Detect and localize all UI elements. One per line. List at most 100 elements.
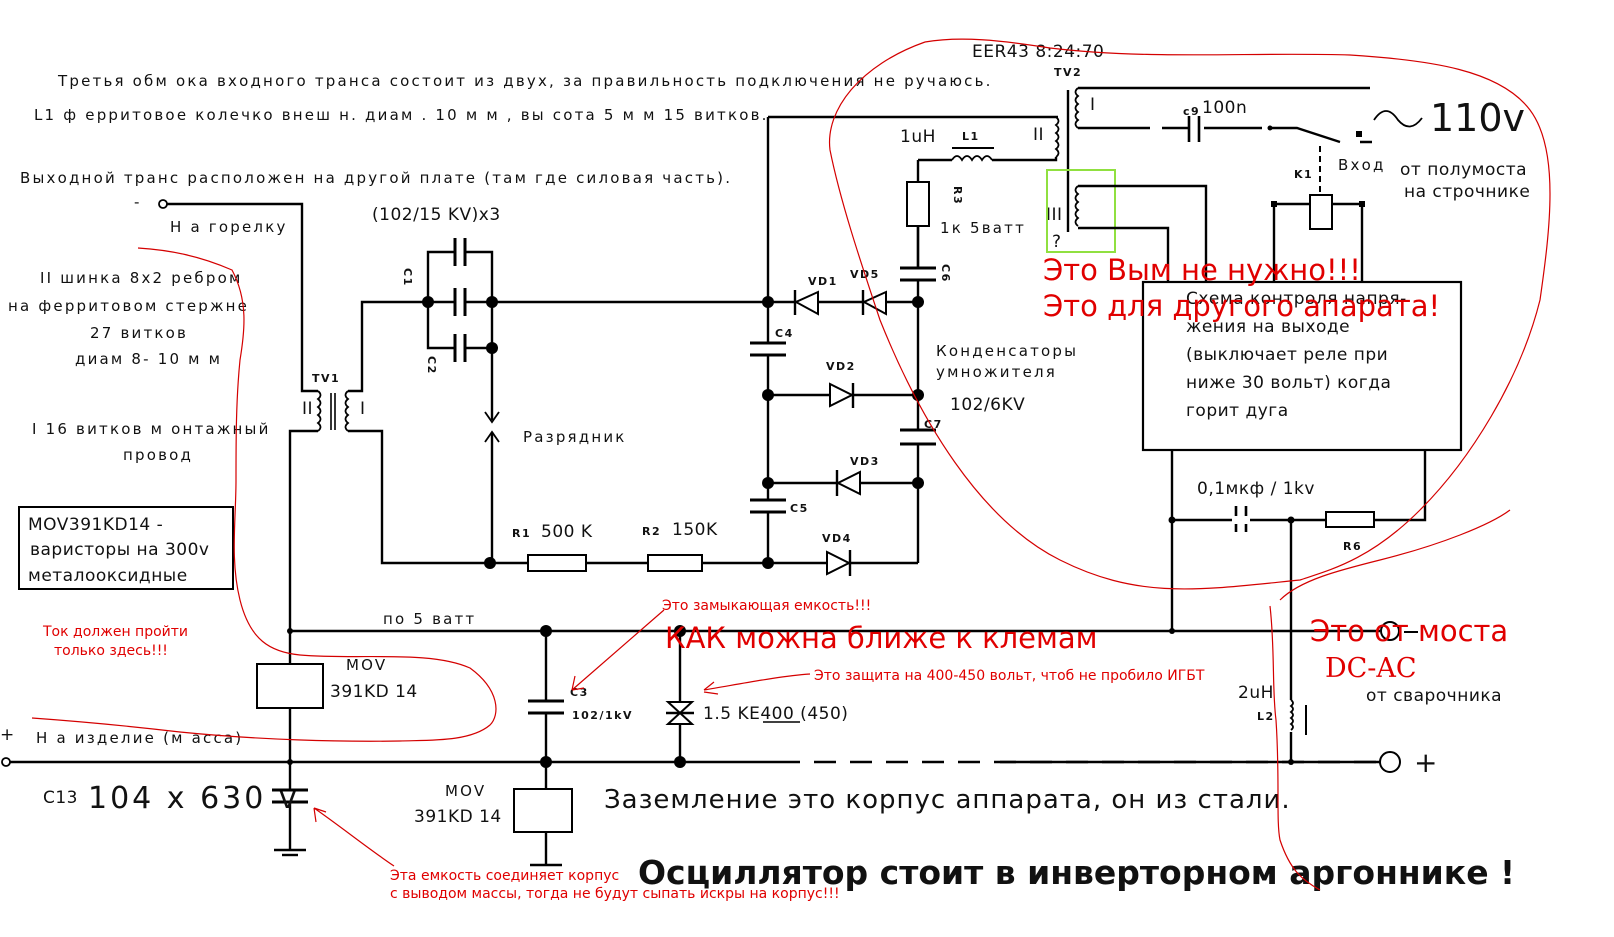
vd3-diode-icon — [835, 470, 861, 496]
vd2-label: VD2 — [826, 360, 856, 373]
r1-value: 500 K — [541, 522, 593, 542]
plus-terminal[interactable] — [1379, 751, 1401, 773]
note-line: I 16 витков м онтажный — [32, 420, 271, 438]
wire-tv2-primary — [1078, 126, 1372, 144]
junction-dot — [762, 389, 774, 401]
tv2-coil-ii-icon — [1054, 116, 1060, 158]
hv-capacitor-bank: C1 C2 — [401, 238, 498, 375]
annotation-protection: Это защита на 400-450 вольт, чтоб не про… — [814, 668, 1205, 684]
red-arrow-protection — [703, 673, 811, 695]
diode-body — [829, 382, 855, 408]
c1-label: C1 — [401, 268, 414, 287]
l1-coil-icon — [951, 155, 993, 162]
wire-tv1-to-caps — [348, 300, 428, 393]
tvs-value: 1.5 KE400 (450) — [703, 704, 848, 724]
junction-dot — [422, 296, 434, 308]
note-line: 27 витков — [90, 324, 188, 342]
wire-tv1-to-rail — [288, 429, 318, 631]
junction-dot — [1359, 201, 1365, 207]
red-loop-current-path — [31, 247, 497, 742]
mov-box-border — [18, 506, 234, 590]
from-half-bridge-note: от полумоста — [1400, 160, 1527, 180]
vd5-label: VD5 — [850, 268, 880, 281]
c2-label: C2 — [425, 356, 438, 375]
vd1-diode-icon — [793, 290, 819, 316]
vd2-diode-icon — [829, 382, 855, 408]
note-line: варисторы на 300v — [30, 540, 210, 560]
junction-dot — [1288, 759, 1294, 765]
tv2-core-label: EER43 8:24:70 — [972, 42, 1104, 62]
mov2-varistor-icon — [513, 788, 573, 833]
c3-value: 102/1kV — [572, 709, 633, 722]
l2-value: 2uH — [1238, 683, 1274, 703]
tv2-coil-iii-icon — [1074, 185, 1080, 227]
tv2-coil-i-icon — [1074, 87, 1080, 129]
mov1-varistor-icon — [256, 663, 324, 709]
k1-label: K1 — [1294, 168, 1313, 181]
plus-sign: + — [1414, 746, 1437, 779]
annotation-not-needed: Это Вым не нужно!!! — [1043, 253, 1361, 287]
cap-wire — [426, 302, 492, 350]
note-output-transformer: Выходной транс расположен на другой плат… — [20, 169, 732, 187]
spark-gap: Разрядник — [484, 348, 627, 563]
l1-wire — [918, 157, 1058, 162]
mov-info-box: MOV391KD14 - варисторы на 300v металоокс… — [18, 506, 234, 590]
mult-wire — [768, 300, 918, 565]
tvs-diode-icon — [665, 701, 695, 725]
l1-inductor: 1uH L1 — [900, 127, 1058, 162]
mov2-value: 391KD 14 — [414, 807, 502, 827]
control-box-text: жения на выходе — [1186, 317, 1350, 337]
red-stroke-dc-ac — [1269, 605, 1321, 891]
c6-label: C6 — [939, 264, 952, 283]
relay-wire — [1272, 202, 1364, 282]
r1-label: R1 — [512, 527, 531, 540]
annotation-current-here: только здесь!!! — [54, 643, 168, 659]
c13-value: 104 x 630 v — [88, 781, 300, 816]
annotation-other-device: Это для другого апарата! — [1043, 289, 1440, 323]
input-label: Вход — [1338, 156, 1386, 174]
vd5-diode-icon — [861, 290, 887, 316]
from-half-bridge-note: на строчнике — [1404, 182, 1530, 202]
voltage-multiplier: C4 C5 C6 C7 — [750, 117, 1078, 576]
tvs-body — [665, 711, 695, 725]
tv2-label: TV2 — [1054, 66, 1082, 79]
annotation-from-bridge: Это от моста — [1310, 614, 1508, 648]
note-l1-ring: L1 ф ерритовое колечко внеш н. диам . 10… — [34, 106, 769, 124]
spark-gap-label: Разрядник — [523, 428, 627, 446]
junction-dot — [1271, 201, 1277, 207]
mov2-label: MOV — [445, 782, 486, 800]
annotation-current-here: Ток должен пройти — [42, 624, 188, 640]
r2-value: 150K — [672, 520, 718, 540]
vd3-label: VD3 — [850, 455, 880, 468]
wire-snubber — [1170, 450, 1427, 631]
label-to-torch: Н а горелку — [170, 218, 288, 236]
k1-relay: K1 Вход — [1271, 146, 1386, 282]
r2-label: R2 — [642, 525, 661, 538]
r2-resistor-icon — [647, 554, 703, 572]
workpiece-terminal — [1, 757, 11, 767]
tvs-body — [665, 701, 695, 715]
label-5-watt: по 5 ватт — [383, 610, 476, 628]
multiplier-caps-note: умножителя — [936, 363, 1057, 381]
tv1-winding-i-note: I 16 витков м онтажный провод — [32, 420, 271, 464]
diode-body — [861, 290, 887, 316]
multiplier-caps-note: Конденсаторы — [936, 342, 1078, 360]
red-arrow-c13 — [313, 807, 395, 867]
diode-body — [835, 470, 861, 496]
note-line: провод — [123, 446, 193, 464]
minus-terminal[interactable] — [1380, 621, 1400, 641]
note-line: MOV391KD14 - — [28, 515, 163, 535]
note-line: диам 8- 10 м м — [75, 350, 222, 368]
r6-resistor-icon — [1325, 511, 1375, 528]
annotation-closing-cap: Это замыкающая емкость!!! — [662, 598, 871, 614]
junction-dot — [762, 296, 774, 308]
c13-label: C13 — [43, 788, 78, 808]
mov1-value: 391KD 14 — [330, 682, 418, 702]
tv2-winding-ii-label: II — [1033, 125, 1044, 145]
diode-body — [793, 290, 819, 316]
ac-source-icon — [1373, 110, 1423, 128]
r1-resistor-icon — [527, 554, 587, 572]
resistor-chain: R1 500 K R2 150K — [484, 520, 768, 572]
tv1-winding-i-label: I — [360, 399, 366, 419]
tv2-winding-iii-label: III — [1046, 205, 1063, 225]
